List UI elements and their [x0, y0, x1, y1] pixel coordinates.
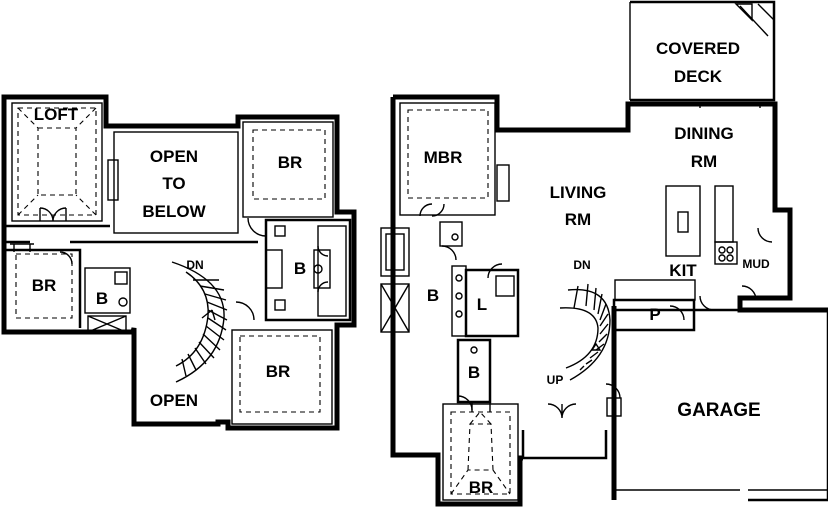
kit-label: KIT: [669, 261, 697, 280]
mud-label: MUD: [742, 257, 770, 271]
bath-center-label: B: [294, 259, 306, 278]
living-rm-label-1: LIVING: [550, 183, 607, 202]
dining-rm-label-1: DINING: [674, 124, 734, 143]
laundry-label: L: [477, 295, 487, 314]
pantry-label: P: [649, 305, 660, 324]
br-bottom-label-main: BR: [469, 478, 494, 497]
open-to-below-label-2: TO: [162, 174, 185, 193]
garage-label: GARAGE: [677, 400, 760, 421]
bath-master-label: B: [427, 286, 439, 305]
open-label: OPEN: [150, 391, 198, 410]
upper-floor-labels: LOFT OPEN TO BELOW BR BR B B DN OPEN BR: [32, 105, 306, 410]
br-bottom-label-upper: BR: [266, 362, 291, 381]
br-left-label: BR: [32, 276, 57, 295]
stair-dn-label-upper: DN: [186, 258, 203, 272]
open-to-below-label-3: BELOW: [142, 202, 206, 221]
covered-deck-label-1: COVERED: [656, 39, 740, 58]
main-floor-plan: [380, 0, 828, 507]
main-floor-labels: COVERED DECK MBR LIVING RM DINING RM KIT…: [424, 39, 770, 497]
loft-label: LOFT: [34, 105, 79, 124]
upper-floor-plan: [1, 94, 357, 431]
mbr-label: MBR: [424, 148, 463, 167]
living-rm-label-2: RM: [565, 210, 591, 229]
br-top-label: BR: [278, 153, 303, 172]
bath-left-label: B: [96, 289, 108, 308]
bath-lower-label: B: [468, 363, 480, 382]
open-to-below-label-1: OPEN: [150, 147, 198, 166]
covered-deck-label-2: DECK: [674, 67, 723, 86]
stair-up-label: UP: [547, 373, 564, 387]
dining-rm-label-2: RM: [691, 152, 717, 171]
stair-dn-label-main: DN: [573, 258, 590, 272]
